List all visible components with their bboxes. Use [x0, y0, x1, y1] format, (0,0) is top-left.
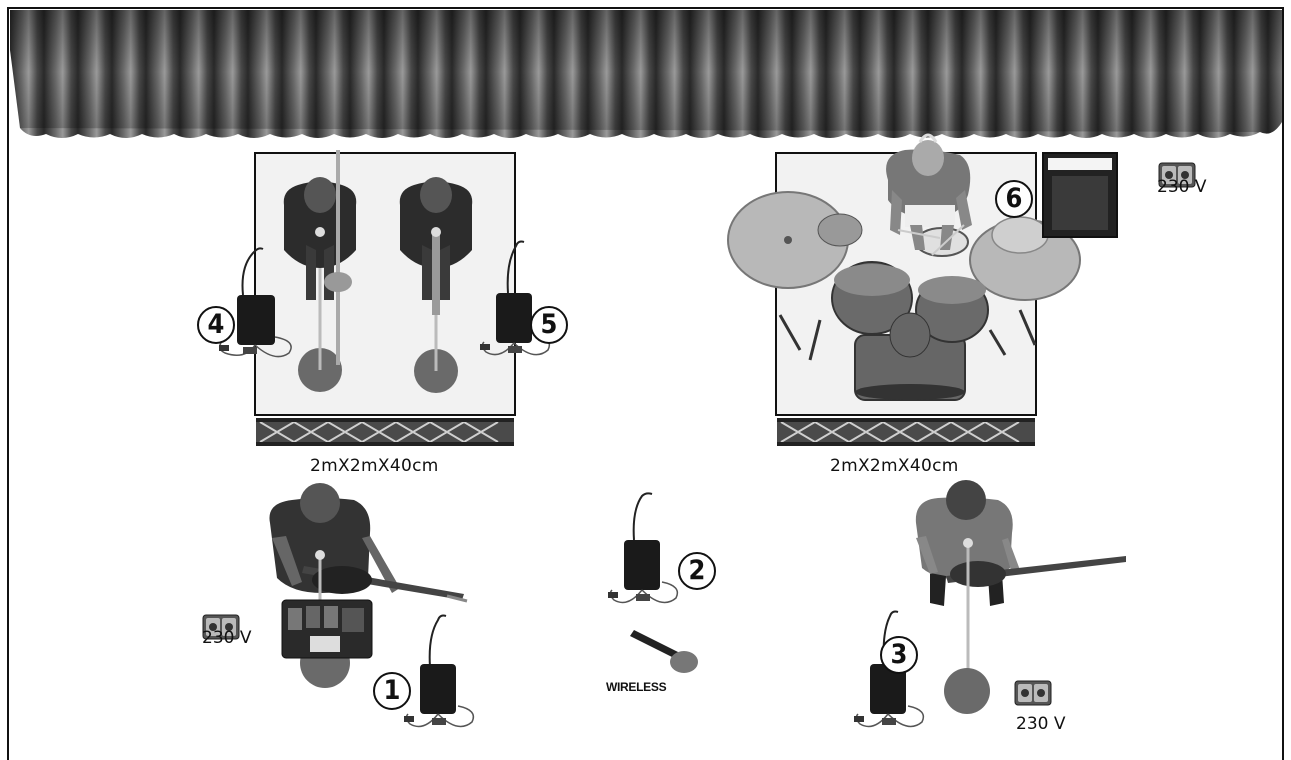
- drum-voltage-label: 230 V: [1157, 177, 1207, 197]
- marker-6: 6: [995, 180, 1033, 218]
- wireless-label: WIRELESS: [606, 680, 667, 694]
- marker-5: 5: [530, 306, 568, 344]
- mic-stand-base-guitar-right: [944, 668, 990, 714]
- drum-kit: [727, 133, 1081, 401]
- power-outlet-drums: [1158, 162, 1196, 188]
- wireless-pack-1: [404, 614, 475, 728]
- right-riser-truss: [777, 418, 1035, 446]
- wireless-pack-5: [480, 240, 551, 356]
- power-outlet-guitar-right: [1014, 680, 1052, 706]
- pedalboard: [281, 599, 373, 659]
- power-outlet-guitar-left: [202, 614, 240, 640]
- right-riser-label: 2mX2mX40cm: [830, 456, 959, 476]
- wireless-pack-3: [854, 610, 925, 728]
- guitarist-right: [915, 480, 1126, 678]
- marker-2: 2: [678, 552, 716, 590]
- marker-4: 4: [197, 306, 235, 344]
- drummer: [886, 133, 972, 256]
- wireless-pack-4: [218, 247, 292, 358]
- hihat: [991, 216, 1049, 254]
- trumpet-player: [399, 177, 473, 393]
- left-riser-truss: [256, 418, 514, 446]
- marker-3: 3: [880, 636, 918, 674]
- marker-1: 1: [373, 672, 411, 710]
- guitar-left-voltage-label: 230 V: [202, 628, 252, 648]
- wireless-handheld-mic: [630, 630, 678, 658]
- guitar-right-voltage-label: 230 V: [1016, 714, 1066, 734]
- left-riser-label: 2mX2mX40cm: [310, 456, 439, 476]
- wireless-pack-2: [608, 492, 698, 673]
- stage-curtain: [10, 10, 1282, 138]
- trombone-player: [283, 150, 357, 392]
- drum-monitor-amp: [1042, 152, 1118, 238]
- guitarist-left: [269, 483, 468, 678]
